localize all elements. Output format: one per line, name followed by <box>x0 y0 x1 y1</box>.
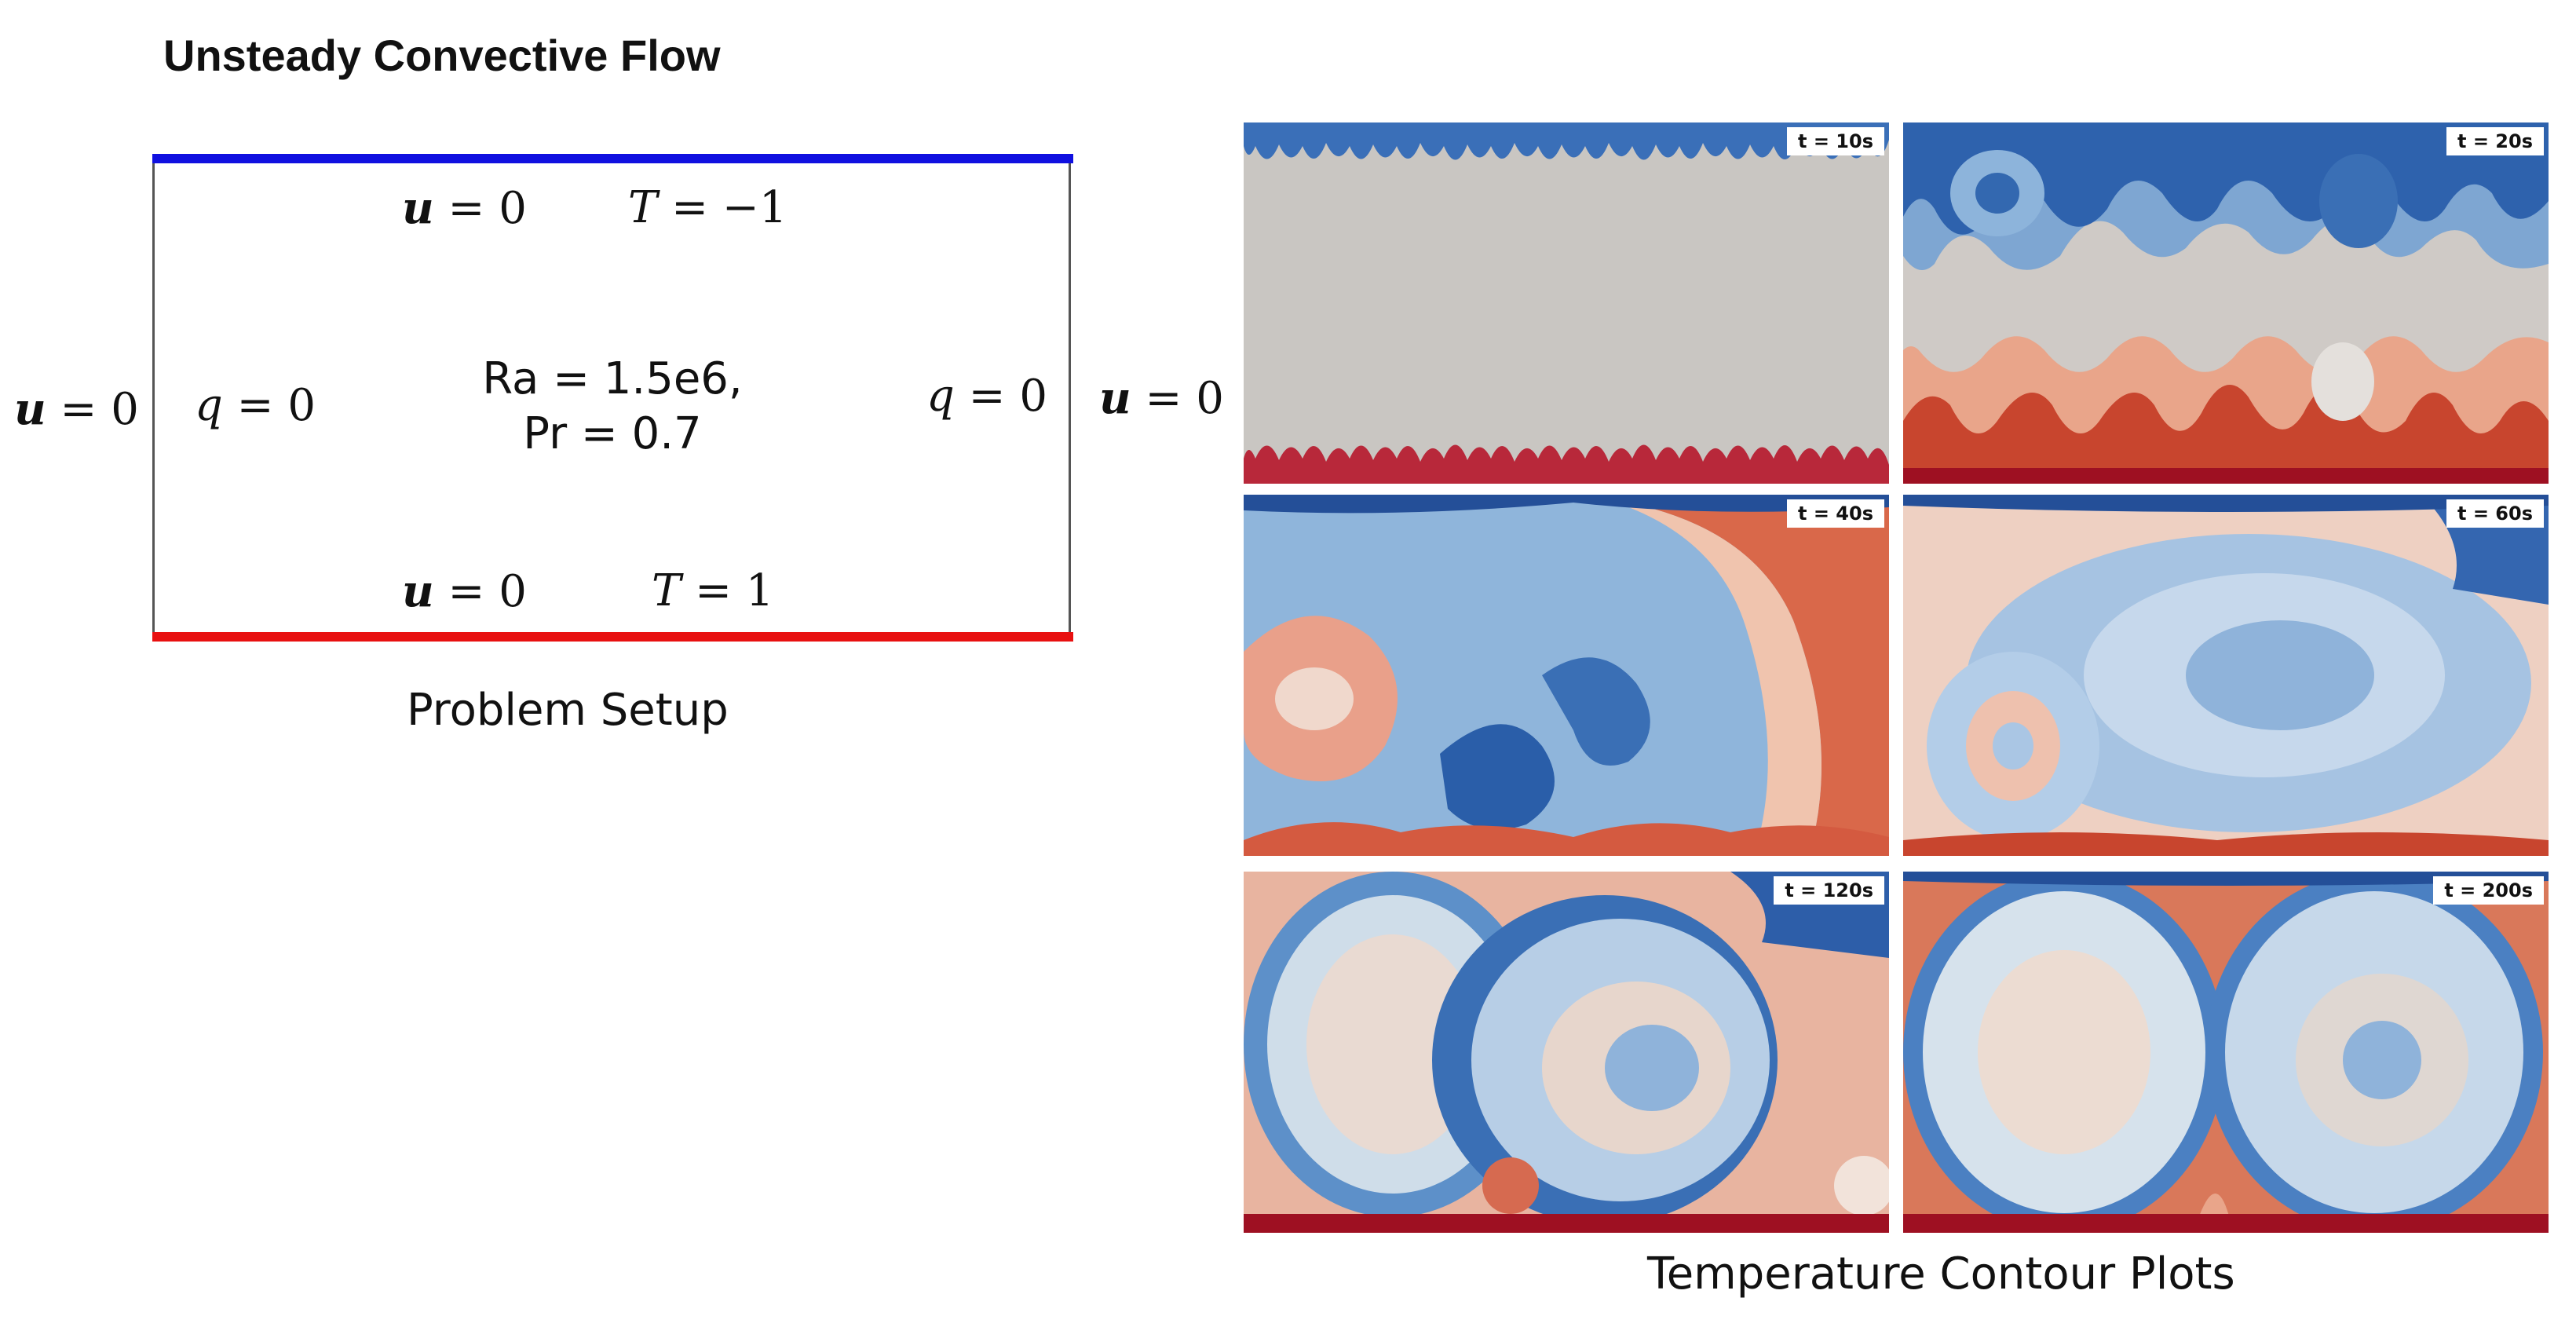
time-label: t = 60s <box>2446 499 2544 528</box>
bottom-temperature-bc: T = 1 <box>652 565 774 616</box>
time-label: t = 120s <box>1774 876 1884 905</box>
contour-panel-t120: t = 120s <box>1244 872 1889 1233</box>
contour-image-t200 <box>1903 872 2549 1233</box>
contour-image-t60 <box>1903 495 2549 856</box>
hot-bottom-wall <box>152 632 1073 642</box>
time-label: t = 40s <box>1787 499 1884 528</box>
top-temperature-bc: T = −1 <box>628 182 787 233</box>
page-title: Unsteady Convective Flow <box>163 31 721 80</box>
domain-box <box>152 155 1071 638</box>
left-outer-velocity-bc: u = 0 <box>14 383 139 435</box>
rayleigh-number: Ra = 1.5e6, <box>482 353 743 404</box>
flow-parameters: Ra = 1.5e6, Pr = 0.7 <box>408 352 817 462</box>
contours-caption: Temperature Contour Plots <box>1647 1248 2235 1300</box>
contour-image-t10 <box>1244 122 1889 484</box>
bottom-velocity-bc: u = 0 <box>402 565 527 617</box>
contour-image-t40 <box>1244 495 1889 856</box>
contour-image-t20 <box>1903 122 2549 484</box>
contour-panel-t10: t = 10s <box>1244 122 1889 484</box>
contour-panel-t40: t = 40s <box>1244 495 1889 856</box>
time-label: t = 10s <box>1787 127 1884 155</box>
setup-caption: Problem Setup <box>407 685 729 736</box>
contour-panel-t60: t = 60s <box>1903 495 2549 856</box>
cold-top-wall <box>152 154 1073 163</box>
time-label: t = 200s <box>2433 876 2544 905</box>
top-velocity-bc: u = 0 <box>402 182 527 234</box>
contour-panel-t200: t = 200s <box>1903 872 2549 1233</box>
right-outer-velocity-bc: u = 0 <box>1099 372 1224 424</box>
contour-panel-t20: t = 20s <box>1903 122 2549 484</box>
left-heat-flux-bc: q = 0 <box>195 380 316 431</box>
time-label: t = 20s <box>2446 127 2544 155</box>
prandtl-number: Pr = 0.7 <box>523 408 702 459</box>
contour-image-t120 <box>1244 872 1889 1233</box>
right-heat-flux-bc: q = 0 <box>926 371 1048 422</box>
